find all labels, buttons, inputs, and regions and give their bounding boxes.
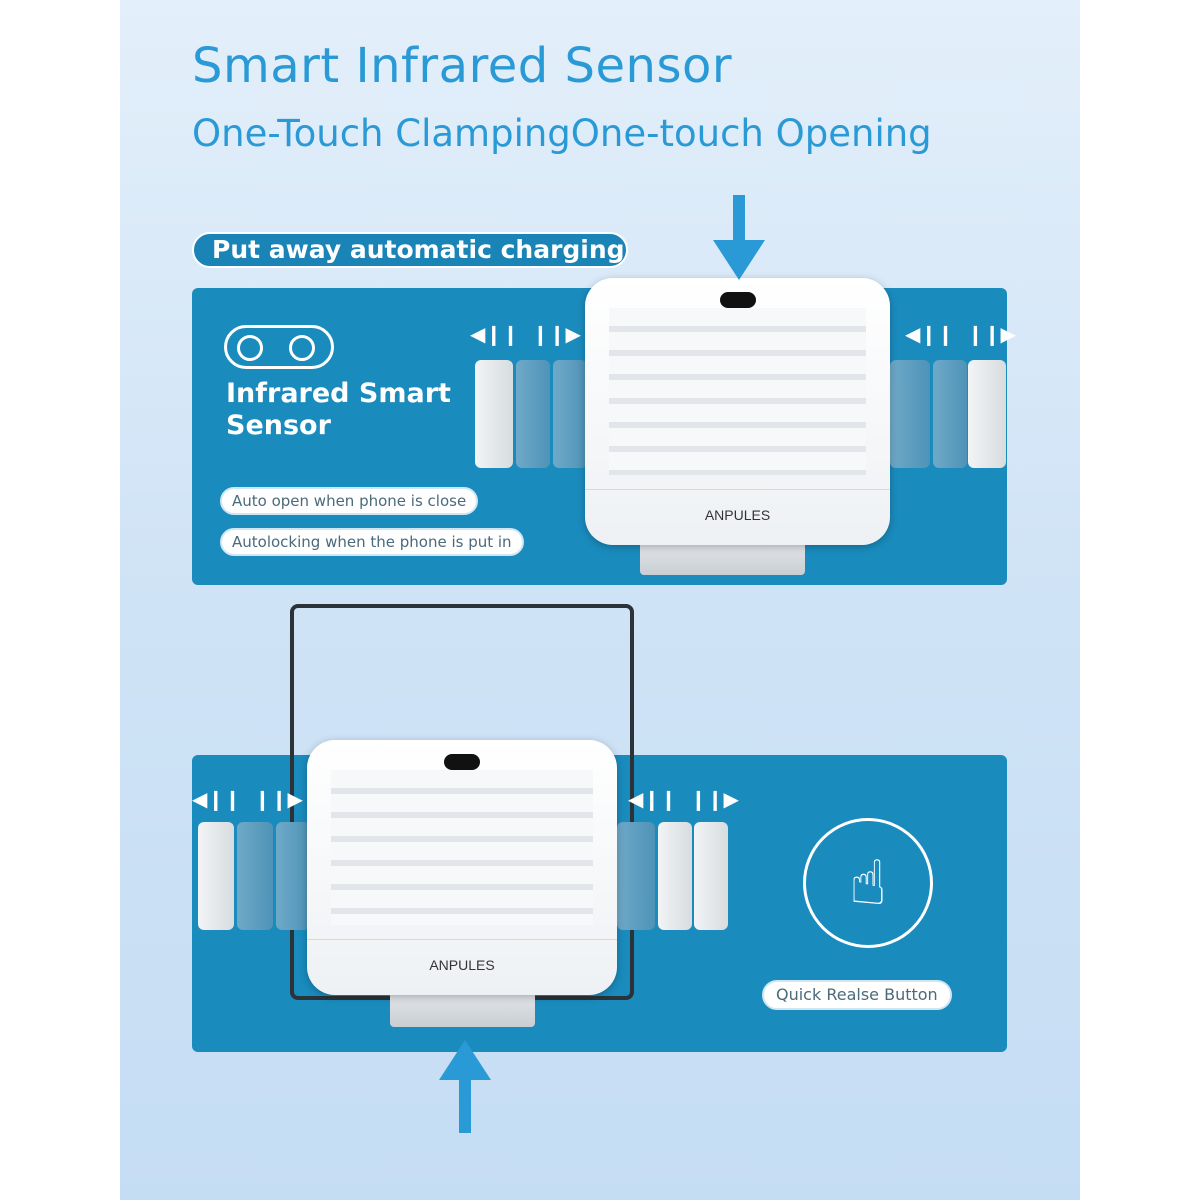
feature-bullet: Auto open when phone is close: [220, 487, 479, 515]
clamp-arm: [968, 360, 1006, 468]
feature-title: Infrared Smart Sensor: [226, 378, 451, 441]
clamp-arm: [617, 822, 655, 930]
section-tag: Put away automatic charging: [192, 232, 628, 268]
clamp-arm: [237, 822, 273, 930]
touch-icon: ☝: [803, 818, 933, 948]
infrared-sensor: [719, 292, 756, 308]
charger-device: ANPULES: [307, 740, 617, 995]
clamp-arm: [890, 360, 930, 468]
brand-logo: ANPULES: [429, 957, 495, 973]
clamp-arm: [276, 822, 310, 930]
arrow-right-icon: ❙❙▶: [967, 322, 1016, 346]
clamp-arm: [516, 360, 550, 468]
clamp-arm: [658, 822, 692, 930]
infrared-sensor: [444, 754, 480, 770]
arrow-left-icon: ◀❙❙: [905, 322, 954, 346]
clamp-arm: [198, 822, 234, 930]
page-title: Smart Infrared Sensor: [192, 38, 733, 94]
brand-logo: ANPULES: [704, 507, 771, 523]
down-arrow-icon: [713, 240, 765, 280]
clamp-arm: [553, 360, 587, 468]
arrow-right-icon: ❙❙▶: [532, 322, 581, 346]
up-arrow-shaft: [459, 1078, 471, 1133]
arrow-left-icon: ◀❙❙: [470, 322, 519, 346]
infrared-sensor-icon: [224, 325, 334, 369]
clamp-arm: [694, 822, 728, 930]
clamp-arm: [933, 360, 967, 468]
up-arrow-icon: [439, 1040, 491, 1080]
arrow-left-icon: ◀❙❙: [628, 787, 677, 811]
charger-device: ANPULES: [585, 278, 890, 545]
quick-release-button-label: Quick Realse Button: [762, 980, 952, 1010]
clamp-arm: [475, 360, 513, 468]
down-arrow-shaft: [733, 195, 745, 245]
feature-bullet: Autolocking when the phone is put in: [220, 528, 524, 556]
page-subtitle: One-Touch ClampingOne-touch Opening: [192, 112, 932, 155]
arrow-right-icon: ❙❙▶: [690, 787, 739, 811]
arrow-right-icon: ❙❙▶: [254, 787, 303, 811]
arrow-left-icon: ◀❙❙: [192, 787, 241, 811]
